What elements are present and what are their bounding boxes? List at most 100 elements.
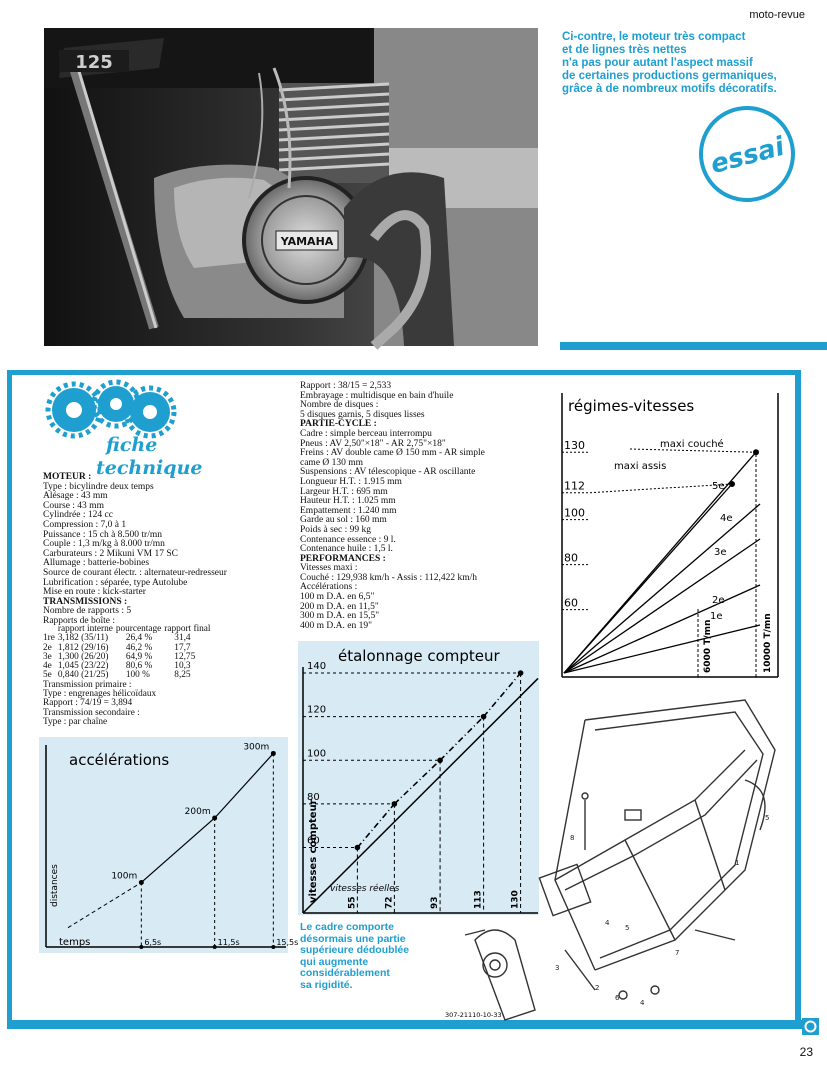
table-cell: 100 % xyxy=(125,670,150,681)
spec-line: 5 disques garnis, 5 disques lisses xyxy=(300,409,425,420)
svg-text:4: 4 xyxy=(605,919,610,927)
couche-guide xyxy=(629,448,757,453)
svg-text:8: 8 xyxy=(570,834,574,842)
table-cell: 1,812 (29/16) xyxy=(57,642,109,653)
caption-line: considérablement xyxy=(300,967,390,979)
caption-line: Ci-contre, le moteur très compact xyxy=(562,31,746,43)
spec-line: Nombre de disques : xyxy=(300,400,379,411)
spec-line: Vitesses maxi : xyxy=(300,563,358,574)
logo-line2: technique xyxy=(96,457,202,479)
caption-line: supérieure dédoublée xyxy=(300,944,410,956)
series-line xyxy=(140,817,216,883)
svg-text:3: 3 xyxy=(555,964,559,972)
series-line-extrapolation xyxy=(67,882,142,929)
table-header-row: rapport interne pourcentage rapport fina… xyxy=(43,624,214,634)
y-axis-label: distances xyxy=(50,864,60,907)
gear-label: 4e xyxy=(720,513,733,524)
table-cell: 17,7 xyxy=(174,642,191,653)
y-tick-label: 130 xyxy=(564,439,585,452)
spec-line: Empattement : 1.240 mm xyxy=(300,505,397,516)
page-number: 23 xyxy=(799,1045,813,1059)
table-header: rapport final xyxy=(164,624,211,634)
gear-label: 3e xyxy=(714,547,727,558)
data-point xyxy=(437,757,443,764)
x-axis-label: temps xyxy=(59,937,90,948)
gear-line xyxy=(563,624,761,674)
table-header: pourcentage xyxy=(115,624,162,634)
caption-line: qui augmente xyxy=(300,955,369,968)
accent-bar-bottom xyxy=(7,1020,807,1029)
table-header: rapport interne xyxy=(57,624,113,634)
caption-line: n'a pas pour autant l'aspect massif xyxy=(562,57,753,69)
svg-text:5: 5 xyxy=(625,924,629,932)
svg-text:2: 2 xyxy=(595,984,599,992)
spec-line: Puissance : 15 ch à 8.500 tr/mn xyxy=(43,529,162,540)
data-point xyxy=(212,815,218,821)
series-line xyxy=(356,803,395,849)
logo-line1: fiche xyxy=(104,434,157,456)
spec-line: Couché : 129,938 km/h - Assis : 112,422 … xyxy=(300,572,477,583)
annotation-assis: maxi assis xyxy=(614,461,666,472)
table-cell: 46,2 % xyxy=(125,642,153,653)
table-cell: 64,9 % xyxy=(125,651,153,662)
spec-line: Rapports de boîte : xyxy=(43,615,116,626)
y-tick-label: 60 xyxy=(307,836,320,847)
caption-line: grâce à de nombreux motifs décoratifs. xyxy=(562,83,777,95)
table-cell: 4e xyxy=(43,661,52,672)
y-tick-label: 100 xyxy=(564,507,585,520)
caption-line: sa rigidité. xyxy=(300,978,353,991)
table-cell: 1,300 (26/20) xyxy=(57,651,109,662)
data-point xyxy=(517,670,524,676)
chart-title: étalonnage compteur xyxy=(338,647,501,665)
accent-bar-top xyxy=(560,342,827,350)
spec-line: Pneus : AV 2,50"×18" - AR 2,75"×18" xyxy=(300,438,446,449)
axis-point xyxy=(212,945,217,949)
x-tick-label: 55 xyxy=(347,896,357,909)
spec-line: Contenance essence : 9 l. xyxy=(300,534,396,545)
spec-line: Type : par chaîne xyxy=(43,716,108,727)
spec-line: Cadre : simple berceau interrompu xyxy=(300,428,432,439)
svg-text:5: 5 xyxy=(765,814,769,822)
gear-line-top xyxy=(563,451,757,674)
transmissions-heading: TRANSMISSIONS : xyxy=(43,596,128,607)
svg-text:6: 6 xyxy=(615,994,620,1002)
chart-title: régimes-vitesses xyxy=(568,397,694,415)
spec-line: Accélérations : xyxy=(300,582,358,593)
spec-line: Garde au sol : 160 mm xyxy=(300,515,387,526)
table-cell: 12,75 xyxy=(174,651,196,662)
data-point xyxy=(354,844,361,851)
y-tick-label: 80 xyxy=(564,552,578,565)
motor-heading: MOTEUR : xyxy=(43,472,92,482)
spec-line: Contenance huile : 1,5 l. xyxy=(300,544,393,555)
spec-line: Largeur H.T. : 695 mm xyxy=(300,486,388,497)
spec-line: 300 m D.A. en 15,5" xyxy=(300,611,380,622)
tick-label: 15,5s xyxy=(276,938,298,947)
cylinder-fins xyxy=(278,82,390,183)
x-tick-label: 130 xyxy=(511,890,521,909)
chart-etalonnage: étalonnage compteur vitesses compteur vi… xyxy=(298,641,539,915)
svg-text:4: 4 xyxy=(640,999,645,1007)
y-tick-label: 80 xyxy=(307,792,320,803)
x-tick-label: 6000 T/mn xyxy=(703,620,713,673)
spec-line: Course : 43 mm xyxy=(43,500,104,511)
spec-line: Nombre de rapports : 5 xyxy=(43,606,132,617)
spec-line: Transmission primaire : xyxy=(43,679,132,690)
gear-line xyxy=(563,584,761,674)
spec-line: Hauteur H.T. : 1.025 mm xyxy=(300,496,396,507)
svg-text:7: 7 xyxy=(675,949,679,957)
corner-icon xyxy=(802,1018,819,1035)
frame-reference: 307-21110-10-33 xyxy=(445,1011,502,1019)
table-cell: 3,182 (35/11) xyxy=(57,633,109,644)
frame-caption: Le cadre comporte désormais une partie s… xyxy=(300,921,460,991)
spec-line: Couple : 1,3 m/kg à 8.000 tr/mn xyxy=(43,539,165,550)
spec-column-2: Rapport : 38/15 = 2,533 Embrayage : mult… xyxy=(300,381,560,631)
table-cell: 31,4 xyxy=(174,633,191,644)
series-line xyxy=(482,672,522,718)
photo-caption: Ci-contre, le moteur très compact et de … xyxy=(562,31,812,96)
